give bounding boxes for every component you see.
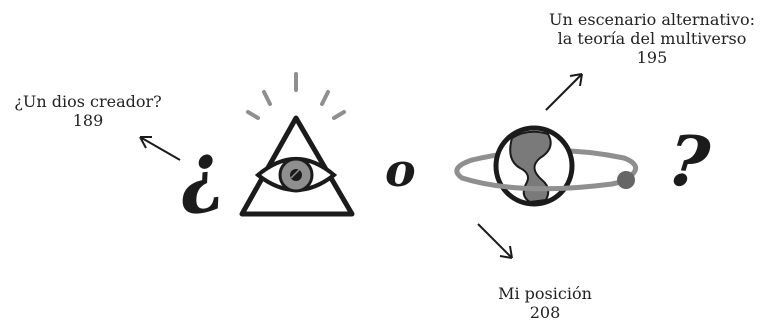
earth-with-orbit <box>454 125 638 207</box>
earth-globe-icon <box>493 125 575 207</box>
position-page-number: 208 <box>529 303 561 322</box>
multiverse-label: Un escenario alternativo: la teoría del … <box>528 10 776 67</box>
arrow-to-multiverse-icon <box>545 73 583 111</box>
multiverse-line-1: Un escenario alternativo: <box>549 10 755 29</box>
multiverse-page-number: 195 <box>636 48 668 67</box>
creator-question: ¿Un dios creador? <box>14 92 162 111</box>
position-label: Mi posición 208 <box>470 284 620 322</box>
radiance-rays-icon <box>246 72 346 120</box>
multiverse-line-2: la teoría del multiverso <box>557 29 747 48</box>
moon-icon <box>617 171 635 189</box>
creator-label: ¿Un dios creador? 189 <box>4 92 172 130</box>
creator-page-number: 189 <box>72 111 104 130</box>
eye-of-providence-icon <box>239 115 355 217</box>
conjunction-o: o <box>385 143 416 197</box>
arrow-to-creator-icon <box>139 136 181 161</box>
arrow-to-position-icon <box>477 223 513 259</box>
position-title: Mi posición <box>498 284 592 303</box>
closing-question-mark: ? <box>663 118 714 205</box>
